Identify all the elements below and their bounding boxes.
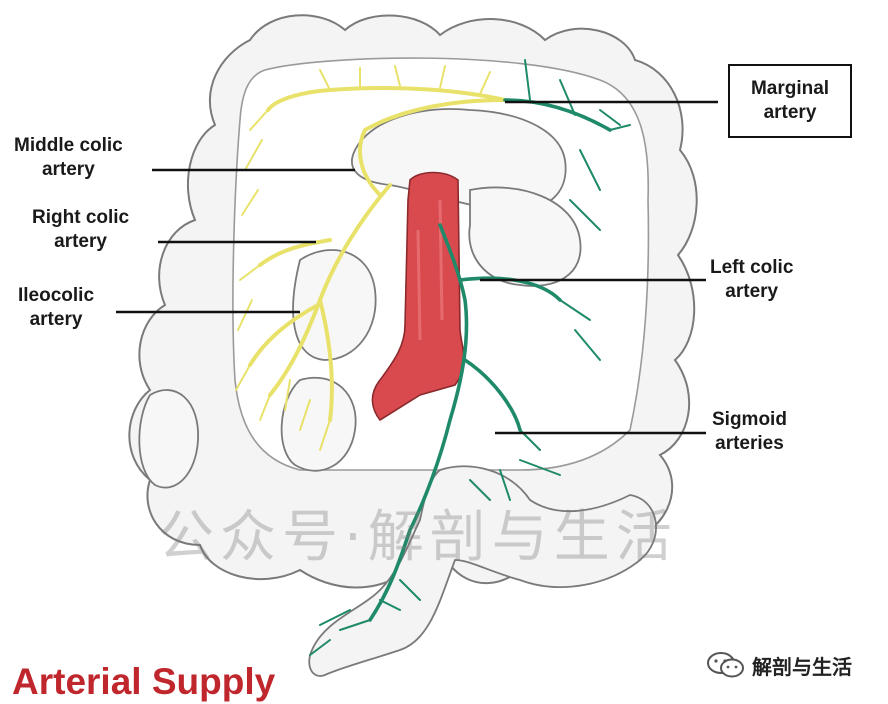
sigmoid-colon — [308, 465, 657, 677]
bowel-loops — [138, 108, 582, 489]
label-line: Marginal — [750, 78, 830, 99]
label-line: Ileocolic — [18, 285, 95, 306]
label-line: artery — [29, 309, 83, 330]
superior-mesenteric-branches — [248, 86, 507, 422]
label-sigmoid-arteries: Sigmoid arteries — [712, 408, 787, 456]
watermark-text: 公众号·解剖与生活 — [158, 505, 678, 570]
label-line: Middle colic — [14, 135, 123, 156]
label-middle-colic-artery: Middle colic artery — [14, 134, 123, 182]
label-line: Left colic — [710, 257, 794, 278]
label-line: artery — [763, 102, 817, 123]
label-line: artery — [54, 231, 107, 252]
label-ileocolic-artery: Ileocolic artery — [18, 284, 94, 332]
label-marginal-artery: Marginal artery — [728, 64, 852, 138]
source-badge: 解剖与生活 — [706, 650, 852, 680]
wechat-icon — [707, 652, 744, 678]
label-line: Right colic — [32, 207, 130, 228]
label-right-colic-artery: Right colic artery — [32, 206, 129, 254]
superior-mesenteric-twigs — [235, 65, 491, 451]
label-line: arteries — [715, 433, 784, 454]
label-left-colic-artery: Left colic artery — [710, 256, 793, 304]
label-line: Sigmoid — [712, 409, 787, 430]
source-name: 解剖与生活 — [752, 654, 852, 679]
inferior-mesenteric-twigs — [309, 59, 631, 656]
leader-lines — [116, 100, 718, 435]
label-line: artery — [725, 281, 779, 302]
aorta — [371, 171, 465, 422]
label-line: artery — [41, 159, 95, 180]
figure-title: Arterial Supply — [12, 661, 276, 702]
